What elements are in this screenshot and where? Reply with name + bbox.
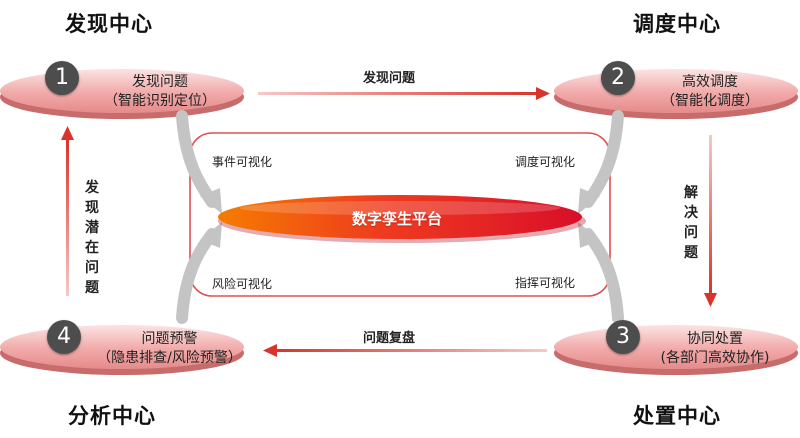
viz-label-command: 指挥可视化: [515, 276, 576, 290]
arrow-top-right: [258, 87, 550, 100]
viz-label-event: 事件可视化: [212, 155, 273, 169]
discovery-center-title: 发现中心: [65, 12, 153, 36]
node-4-title: 问题预警: [141, 331, 198, 347]
node-2-label: 高效调度 （智能化调度）: [640, 73, 780, 111]
node-2-number-badge: 2: [601, 61, 635, 95]
disposal-center-title: 处置中心: [633, 404, 721, 428]
node-2-subtitle: （智能化调度）: [661, 93, 759, 109]
flow-label-top: 发现问题: [363, 71, 416, 86]
node-2-title: 高效调度: [682, 74, 738, 90]
node-4-subtitle: （隐患排查/风险预警）: [97, 350, 242, 366]
flow-label-left: 发现潜在问题: [85, 180, 99, 296]
digital-twin-platform-label: 数字孪生平台: [352, 210, 443, 228]
arrow-right-down: [704, 135, 717, 307]
gray-arrow-top-right: [578, 110, 624, 214]
viz-label-risk: 风险可视化: [212, 277, 273, 291]
gray-arrow-bottom-right: [578, 222, 624, 324]
node-3-number-badge: 3: [606, 320, 640, 354]
gray-arrow-top-left: [176, 110, 222, 214]
dispatch-center-title: 调度中心: [633, 12, 721, 36]
arrow-left-up: [61, 126, 74, 296]
arrow-bottom-left: [263, 344, 547, 357]
node-3-subtitle: (各部门高效协作): [660, 350, 770, 366]
center-frame: [189, 132, 611, 297]
gray-arrow-bottom-left: [176, 222, 222, 324]
node-4-label: 问题预警 （隐患排查/风险预警）: [82, 330, 257, 368]
analysis-center-title: 分析中心: [68, 404, 156, 428]
viz-label-dispatch: 调度可视化: [515, 155, 576, 169]
node-1-title: 发现问题: [132, 74, 188, 90]
node-1-subtitle: （智能识别定位）: [104, 93, 216, 109]
node-3-label: 协同处置 (各部门高效协作): [640, 330, 790, 368]
node-4-number-badge: 4: [47, 320, 81, 354]
node-1-number-badge: 1: [45, 61, 79, 95]
center-platform-shape: [218, 195, 586, 243]
node-3-title: 协同处置: [687, 331, 743, 347]
flow-label-right: 解决问题: [684, 185, 698, 261]
node-1-label: 发现问题 （智能识别定位）: [90, 73, 230, 111]
flow-label-bottom: 问题复盘: [363, 331, 416, 346]
